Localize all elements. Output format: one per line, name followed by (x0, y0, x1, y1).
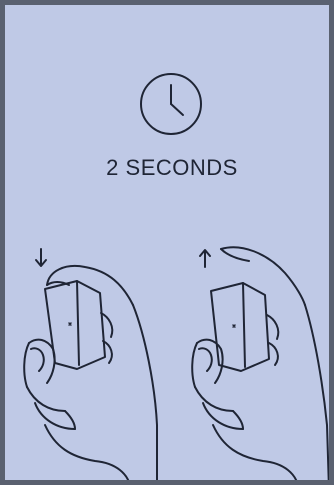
arrow-up-icon (200, 250, 210, 267)
arrow-down-icon (36, 249, 46, 266)
clock-icon (138, 71, 204, 137)
spray-instructions-illustration (5, 225, 334, 485)
hand-releasing-spray (192, 247, 329, 485)
duration-label: 2 SECONDS (5, 155, 334, 181)
hand-pressing-spray (24, 266, 157, 485)
